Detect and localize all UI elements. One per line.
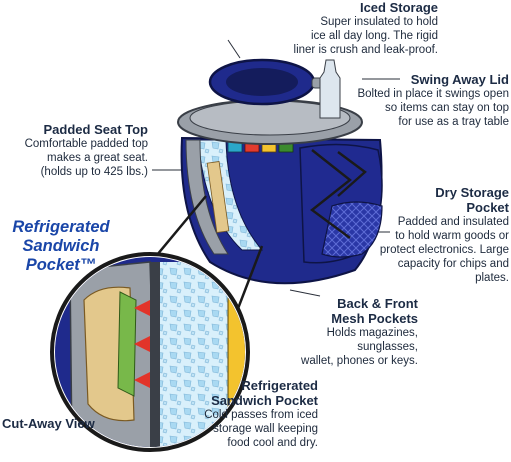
callout-dry-storage-pocket: Dry Storage Pocket Padded and insulated … (370, 185, 509, 285)
callout-title: Back & Front (337, 296, 418, 311)
callout-title: Iced Storage (359, 0, 438, 15)
callout-padded-seat-top: Padded Seat Top Comfortable padded top m… (2, 122, 148, 179)
cooler-top (177, 58, 363, 145)
cutaway-view-label: Cut-Away View (2, 416, 95, 431)
callout-title: Refrigerated (241, 378, 318, 393)
callout-title: Sandwich Pocket (211, 393, 318, 408)
callout-title: Padded Seat Top (43, 122, 149, 137)
callout-iced-storage: Iced Storage Super insulated to hold ice… (282, 0, 438, 57)
featured-label: Refrigerated Sandwich Pocket™ (12, 218, 110, 274)
callout-title: Mesh Pockets (331, 311, 418, 326)
callout-mesh-pockets: Back & Front Mesh Pockets Holds magazine… (264, 296, 418, 368)
cold-flow-arrows (134, 300, 150, 388)
callout-swing-away-lid: Swing Away Lid Bolted in place it swings… (346, 72, 509, 129)
callout-refrigerated-sandwich-pocket: Refrigerated Sandwich Pocket Cold passes… (190, 378, 318, 450)
callout-title: Dry Storage (435, 185, 509, 200)
callout-title: Pocket (466, 200, 509, 215)
callout-title: Swing Away Lid (410, 72, 509, 87)
